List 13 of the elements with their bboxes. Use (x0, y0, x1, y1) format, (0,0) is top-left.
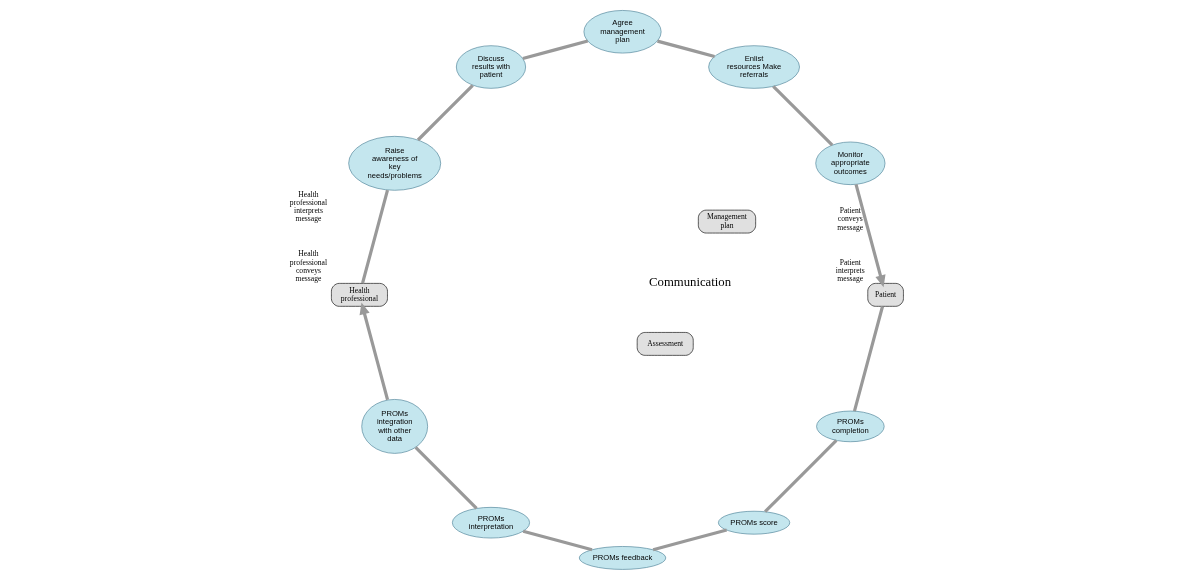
connector (361, 189, 390, 284)
connector (657, 39, 715, 58)
connector (852, 306, 885, 412)
connector (416, 84, 474, 142)
connector (652, 528, 728, 552)
connector (414, 446, 478, 510)
arrow (359, 302, 390, 401)
arrow (854, 184, 886, 288)
connector (522, 529, 593, 552)
connector (772, 85, 834, 147)
label: Communication (649, 274, 732, 289)
connector (763, 439, 838, 513)
connector (522, 39, 589, 61)
